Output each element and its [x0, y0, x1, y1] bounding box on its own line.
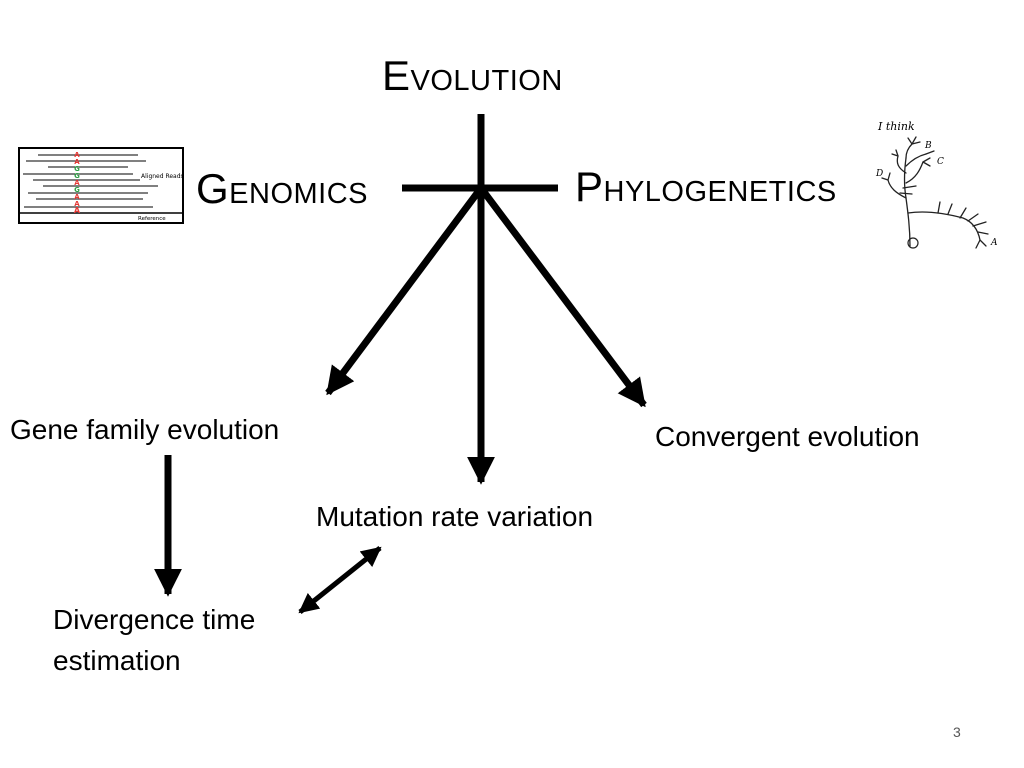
heading-genomics: Genomics [196, 165, 369, 212]
reference-base: A [74, 206, 81, 215]
read-base: G [74, 186, 80, 194]
read-base: A [74, 193, 80, 201]
aligned-reads-label: Aligned Reads [141, 173, 184, 180]
reference-label: Reference [138, 216, 166, 222]
read-base: G [74, 172, 80, 180]
read-base: A [74, 151, 80, 159]
darwin-tree-sketch: I think B C D A [875, 120, 998, 249]
tree-label-c: C [937, 157, 944, 167]
tree-label-d: D [875, 169, 883, 179]
page-number: 3 [953, 724, 961, 740]
node-gene-family-evolution: Gene family evolution [10, 414, 280, 445]
tree-label-a: A [990, 238, 998, 248]
read-base: G [74, 165, 80, 173]
node-convergent-evolution: Convergent evolution [655, 421, 920, 452]
node-mutation-rate-variation: Mutation rate variation [316, 501, 594, 532]
read-base: A [74, 179, 80, 187]
read-base: A [74, 200, 80, 208]
tree-caption: I think [877, 120, 915, 133]
arrow-divergence-mutation [298, 546, 382, 614]
title-evolution: Evolution [382, 52, 563, 99]
tree-label-b: B [924, 141, 932, 151]
arrow-to-convergent [478, 185, 647, 408]
read-base: A [74, 158, 80, 166]
node-divergence-time-estimation: Divergence time estimation [53, 604, 256, 676]
heading-phylogenetics: Phylogenetics [575, 163, 837, 210]
arrow-to-gene-family [325, 185, 484, 396]
